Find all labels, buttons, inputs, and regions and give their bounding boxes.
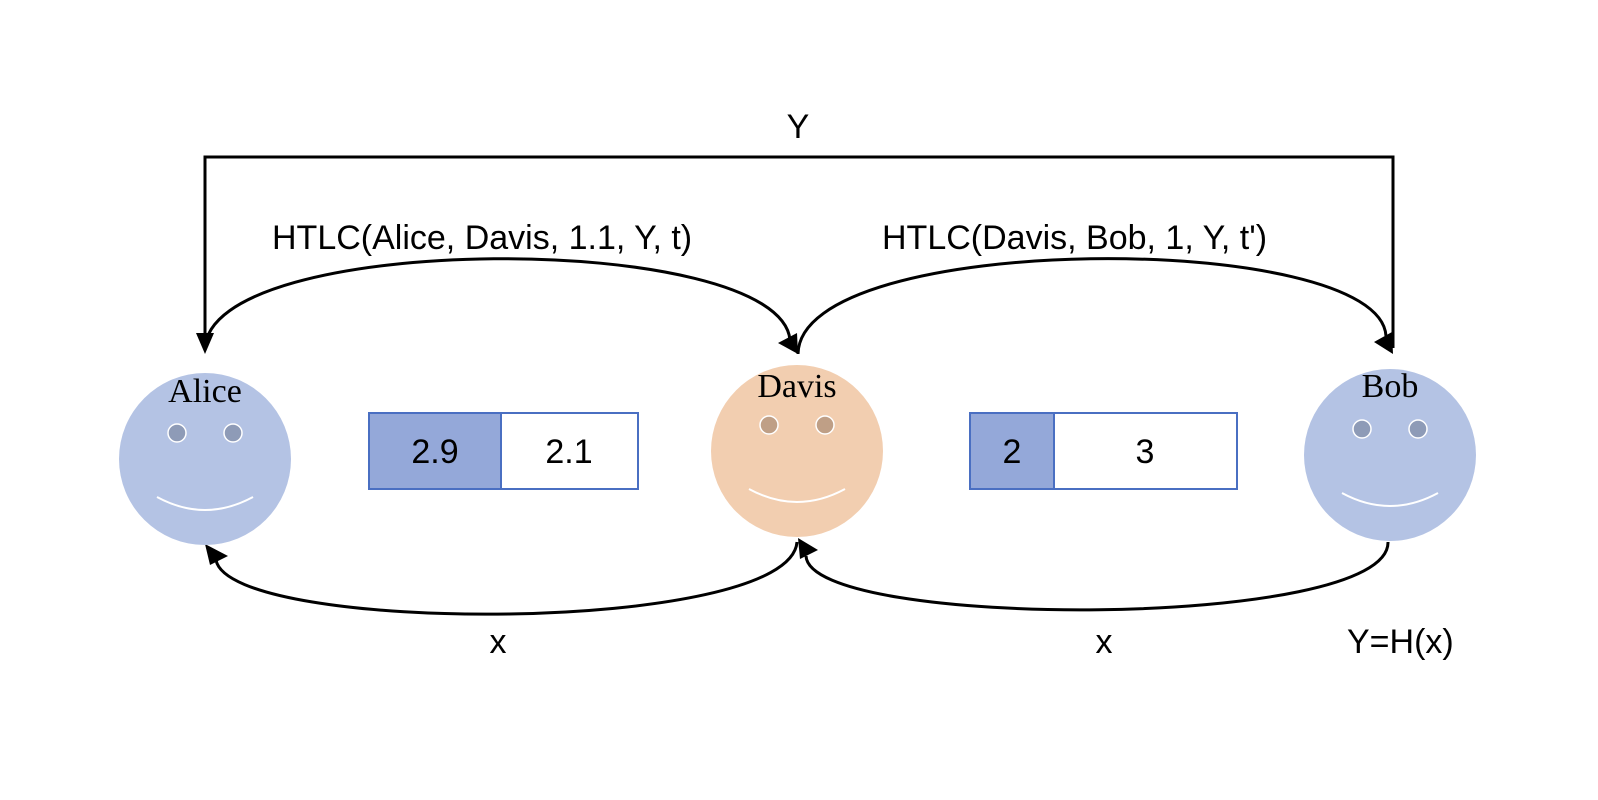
bob-smile: [1341, 492, 1439, 507]
bob-name-label: Bob: [1362, 368, 1419, 405]
channel-davis-bob: 2 3: [969, 412, 1238, 490]
davis-face: [711, 365, 883, 537]
htlc-edge-alice-davis-curve: [203, 257, 792, 351]
channel-alice-davis-right-value: 2.1: [545, 433, 592, 471]
return-edge-davis-alice-curve: [214, 541, 799, 616]
channel-alice-davis-left-cell: [368, 412, 502, 490]
return-edge-davis-alice: x: [205, 541, 799, 661]
node-alice: Alice: [119, 373, 291, 545]
node-bob: Bob: [1304, 368, 1476, 541]
return-edge-bob-davis-curve: [804, 541, 1390, 612]
return-edge-bob-davis: x: [798, 538, 1390, 661]
alice-left-eye: [167, 423, 187, 443]
channel-davis-bob-right-cell: [1053, 412, 1238, 490]
htlc-edge-alice-davis-label: HTLC(Alice, Davis, 1.1, Y, t): [272, 219, 692, 257]
channel-alice-davis-right-cell: [500, 412, 639, 490]
htlc-edge-alice-davis-arrowhead: [778, 333, 798, 354]
bob-left-eye: [1352, 419, 1372, 439]
bob-face: [1304, 369, 1476, 541]
alice-face: [119, 373, 291, 545]
channel-davis-bob-left-cell: [969, 412, 1055, 490]
channel-davis-bob-left-value: 2: [1003, 433, 1022, 471]
hash-relation-label: Y=H(x): [1347, 623, 1454, 661]
davis-right-eye: [815, 415, 835, 435]
top-edge-label: Y: [787, 108, 810, 146]
davis-name-label: Davis: [757, 368, 836, 405]
return-edge-bob-davis-arrowhead: [798, 538, 818, 559]
return-edge-davis-alice-label: x: [490, 623, 507, 661]
channel-alice-davis: 2.9 2.1: [368, 412, 639, 490]
htlc-edge-davis-bob-label: HTLC(Davis, Bob, 1, Y, t'): [882, 219, 1267, 257]
htlc-edge-davis-bob: HTLC(Davis, Bob, 1, Y, t'): [796, 219, 1393, 355]
channel-alice-davis-left-value: 2.9: [411, 433, 458, 471]
bob-right-eye: [1408, 419, 1428, 439]
alice-name-label: Alice: [168, 373, 242, 410]
davis-smile: [748, 488, 846, 503]
alice-smile: [156, 496, 254, 511]
channel-davis-bob-right-value: 3: [1136, 433, 1155, 471]
htlc-edge-davis-bob-arrowhead: [1374, 332, 1393, 354]
davis-left-eye: [759, 415, 779, 435]
alice-right-eye: [223, 423, 243, 443]
htlc-edge-alice-davis: HTLC(Alice, Davis, 1.1, Y, t): [203, 219, 798, 354]
node-davis: Davis: [711, 365, 883, 537]
return-edge-bob-davis-label: x: [1096, 623, 1113, 661]
return-edge-davis-alice-arrowhead: [205, 544, 228, 565]
htlc-edge-davis-bob-curve: [796, 257, 1388, 355]
top-edge-line: [203, 155, 1395, 348]
